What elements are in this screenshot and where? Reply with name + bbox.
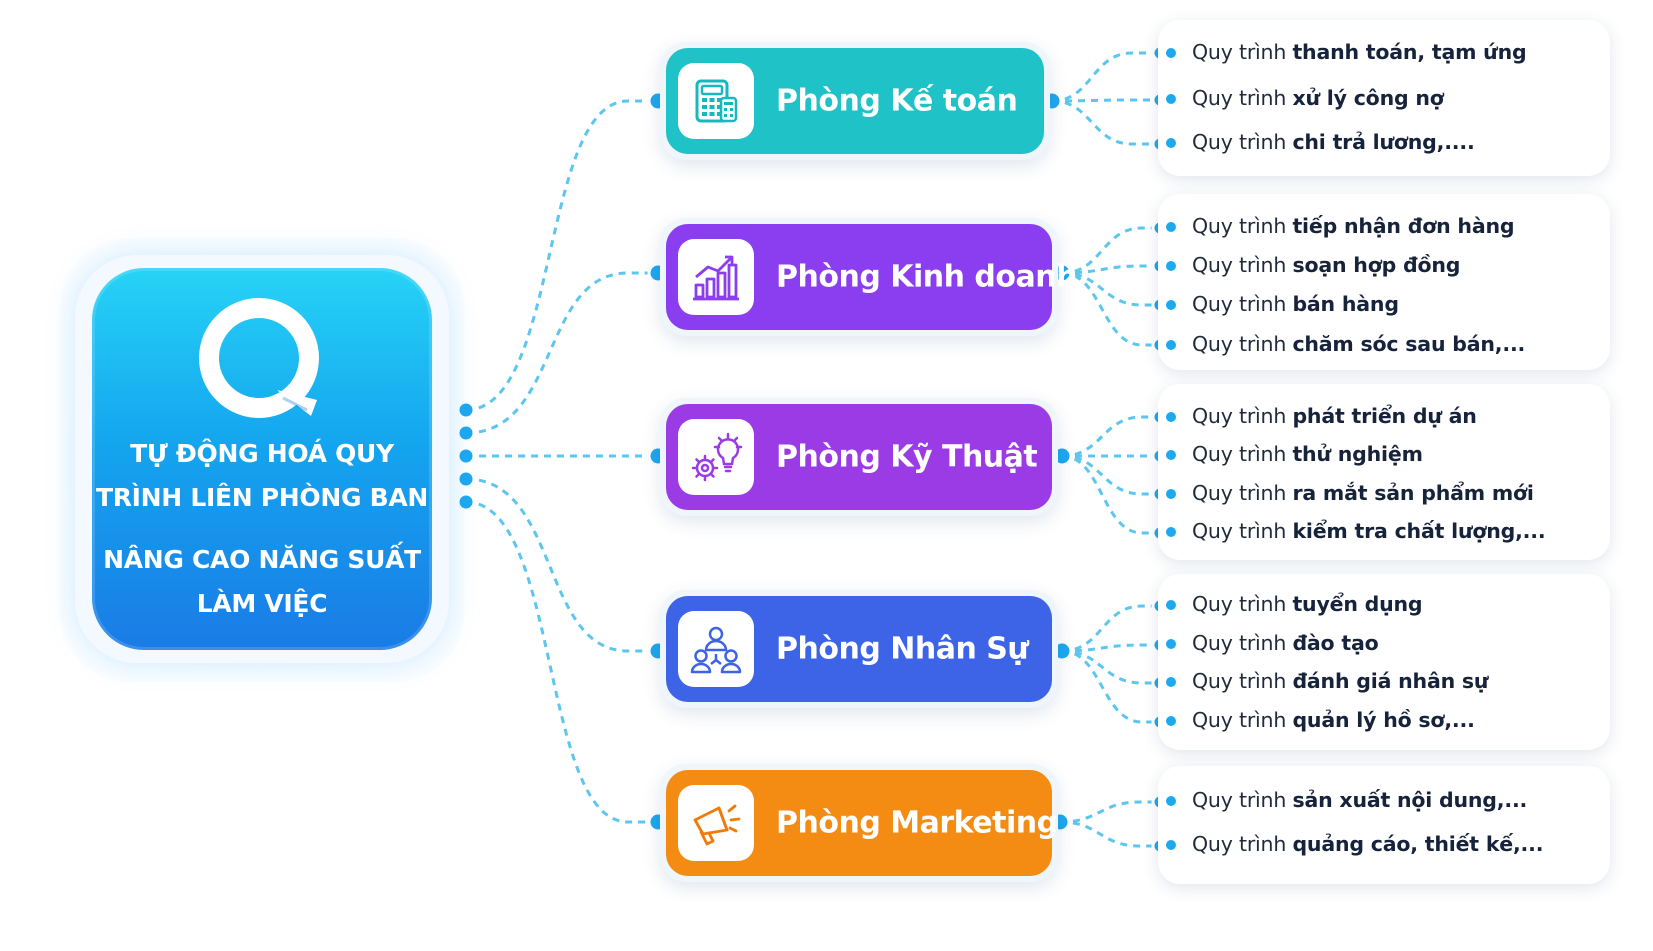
list-item: Quy trình tiếp nhận đơn hàng	[1166, 214, 1515, 238]
dept-label: Phòng Kỹ Thuật	[776, 439, 1038, 475]
dept-ky-thuat: Phòng Kỹ Thuật	[660, 398, 1058, 516]
list-item: Quy trình thử nghiệm	[1166, 442, 1423, 466]
list-ke-toan: Quy trình thanh toán, tạm ứng Quy trình …	[1158, 20, 1610, 176]
list-item: Quy trình thanh toán, tạm ứng	[1166, 40, 1527, 64]
team-icon	[678, 611, 754, 687]
center-sub-line2: LÀM VIỆC	[196, 589, 328, 618]
dept-marketing: Phòng Marketing	[660, 764, 1058, 882]
connector-line	[1059, 800, 1160, 824]
list-marketing: Quy trình sản xuất nội dung,... Quy trìn…	[1158, 766, 1610, 884]
list-item: Quy trình soạn hợp đồng	[1166, 253, 1460, 277]
list-ky-thuat: Quy trình phát triển dự án Quy trình thử…	[1158, 384, 1610, 560]
list-item: Quy trình kiểm tra chất lượng,...	[1166, 519, 1546, 543]
connector-line	[465, 271, 658, 435]
connector-line	[1061, 643, 1160, 653]
megaphone-icon	[678, 785, 754, 861]
connector-line	[1061, 649, 1160, 685]
growth-chart-icon	[678, 239, 754, 315]
list-item: Quy trình phát triển dự án	[1166, 404, 1477, 428]
dept-label: Phòng Kế toán	[776, 83, 1018, 119]
connector-line	[465, 99, 658, 412]
dept-nhan-su: Phòng Nhân Sự	[660, 590, 1058, 708]
connector-line	[1051, 51, 1160, 103]
connector-line	[1051, 98, 1160, 103]
connector-line	[1061, 454, 1160, 535]
connector-line	[465, 477, 658, 653]
list-nhan-su: Quy trình tuyển dụng Quy trình đào tạo Q…	[1158, 574, 1610, 750]
center-sub-line1: NÂNG CAO NĂNG SUẤT	[103, 545, 421, 574]
center-subtitle: NÂNG CAO NĂNG SUẤT LÀM VIỆC	[92, 538, 432, 626]
center-title-line1: TỰ ĐỘNG HOÁ QUY	[130, 439, 394, 468]
connector-line	[465, 500, 658, 824]
dept-kinh-doanh: Phòng Kinh doanh	[660, 218, 1077, 336]
q-logo-icon	[199, 298, 319, 418]
connector-line	[1061, 604, 1160, 653]
list-kinh-doanh: Quy trình tiếp nhận đơn hàng Quy trình s…	[1158, 194, 1610, 370]
list-item: Quy trình xử lý công nợ	[1166, 86, 1444, 110]
list-item: Quy trình ra mắt sản phẩm mới	[1166, 481, 1534, 505]
list-item: Quy trình quản lý hồ sơ,...	[1166, 708, 1475, 732]
center-title: TỰ ĐỘNG HOÁ QUY TRÌNH LIÊN PHÒNG BAN	[92, 432, 432, 520]
connector-line	[1061, 649, 1160, 724]
dept-label: Phòng Nhân Sự	[776, 631, 1029, 667]
center-title-line2: TRÌNH LIÊN PHÒNG BAN	[95, 483, 429, 512]
center-node: TỰ ĐỘNG HOÁ QUY TRÌNH LIÊN PHÒNG BAN NÂN…	[92, 268, 432, 650]
dept-label: Phòng Marketing	[776, 805, 1058, 841]
list-item: Quy trình bán hàng	[1166, 292, 1399, 316]
connector-line	[1051, 99, 1160, 146]
list-item: Quy trình chăm sóc sau bán,...	[1166, 332, 1525, 356]
connector-line	[1061, 415, 1160, 458]
connector-line	[1059, 820, 1160, 848]
list-item: Quy trình đào tạo	[1166, 631, 1379, 655]
list-item: Quy trình chi trả lương,....	[1166, 130, 1475, 154]
gear-bulb-icon	[678, 419, 754, 495]
calculator-icon	[678, 63, 754, 139]
list-item: Quy trình quảng cáo, thiết kế,...	[1166, 832, 1544, 856]
list-item: Quy trình sản xuất nội dung,...	[1166, 788, 1527, 812]
connector-line	[1061, 454, 1160, 496]
dept-label: Phòng Kinh doanh	[776, 259, 1077, 295]
list-item: Quy trình đánh giá nhân sự	[1166, 669, 1489, 693]
dept-ke-toan: Phòng Kế toán	[660, 42, 1050, 160]
list-item: Quy trình tuyển dụng	[1166, 592, 1423, 616]
